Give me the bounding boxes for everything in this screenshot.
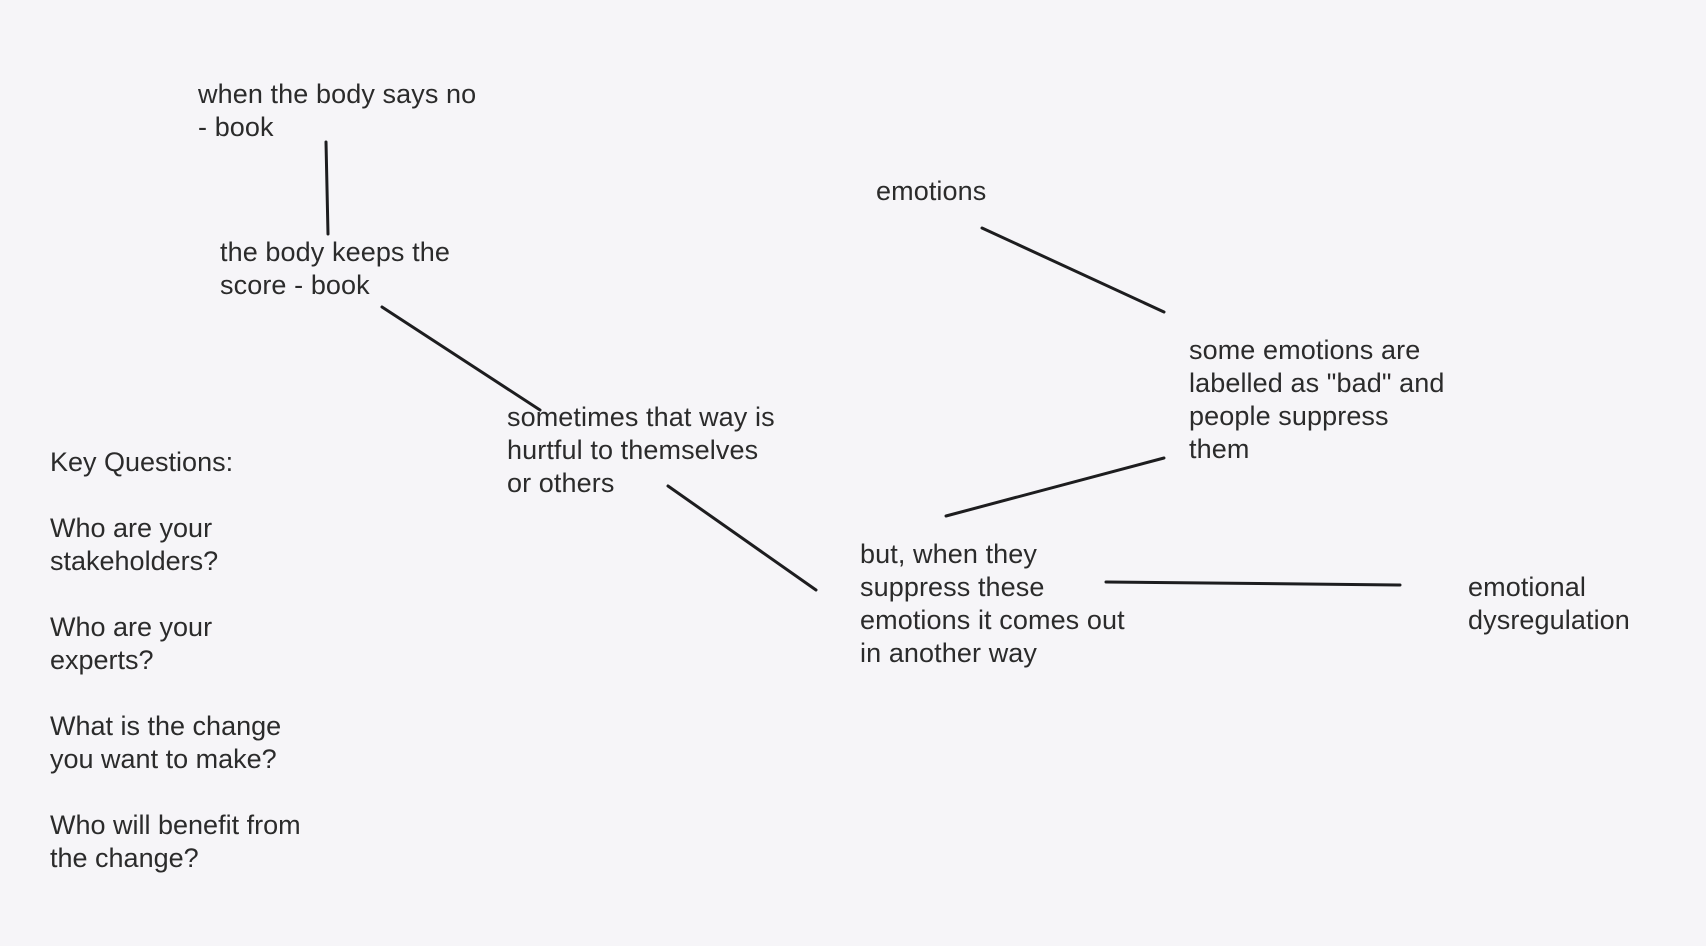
question-beneficiaries: Who will benefit from the change?: [50, 810, 301, 873]
node-the-body-keeps-the-score: the body keeps the score - book: [220, 237, 450, 300]
edge-emotions-to-some-emotions-bad: [980, 226, 1166, 314]
question-change: What is the change you want to make?: [50, 711, 282, 774]
node-some-emotions-labelled-bad: some emotions are labelled as "bad" and …: [1189, 335, 1445, 464]
node-when-they-suppress-emotions: but, when they suppress these emotions i…: [860, 539, 1125, 668]
key-questions-title: Key Questions:: [50, 447, 234, 477]
node-when-the-body-says-no: when the body says no - book: [198, 79, 477, 142]
key-questions-panel: Key Questions: Who are your stakeholders…: [50, 446, 301, 908]
edge-sometimes-hurtful-to-when-they-suppress: [666, 484, 818, 592]
question-stakeholders: Who are your stakeholders?: [50, 513, 219, 576]
edge-body-keeps-score-to-sometimes-hurtful: [380, 305, 542, 412]
node-emotions: emotions: [876, 176, 987, 206]
question-experts: Who are your experts?: [50, 612, 213, 675]
node-emotional-dysregulation: emotional dysregulation: [1468, 572, 1630, 635]
edge-body-says-no-to-body-keeps-score: [324, 140, 330, 236]
node-sometimes-hurtful: sometimes that way is hurtful to themsel…: [507, 402, 775, 498]
edge-some-emotions-bad-to-when-they-suppress: [944, 456, 1166, 518]
edge-when-they-suppress-to-emotional-dysregulation: [1104, 580, 1402, 587]
